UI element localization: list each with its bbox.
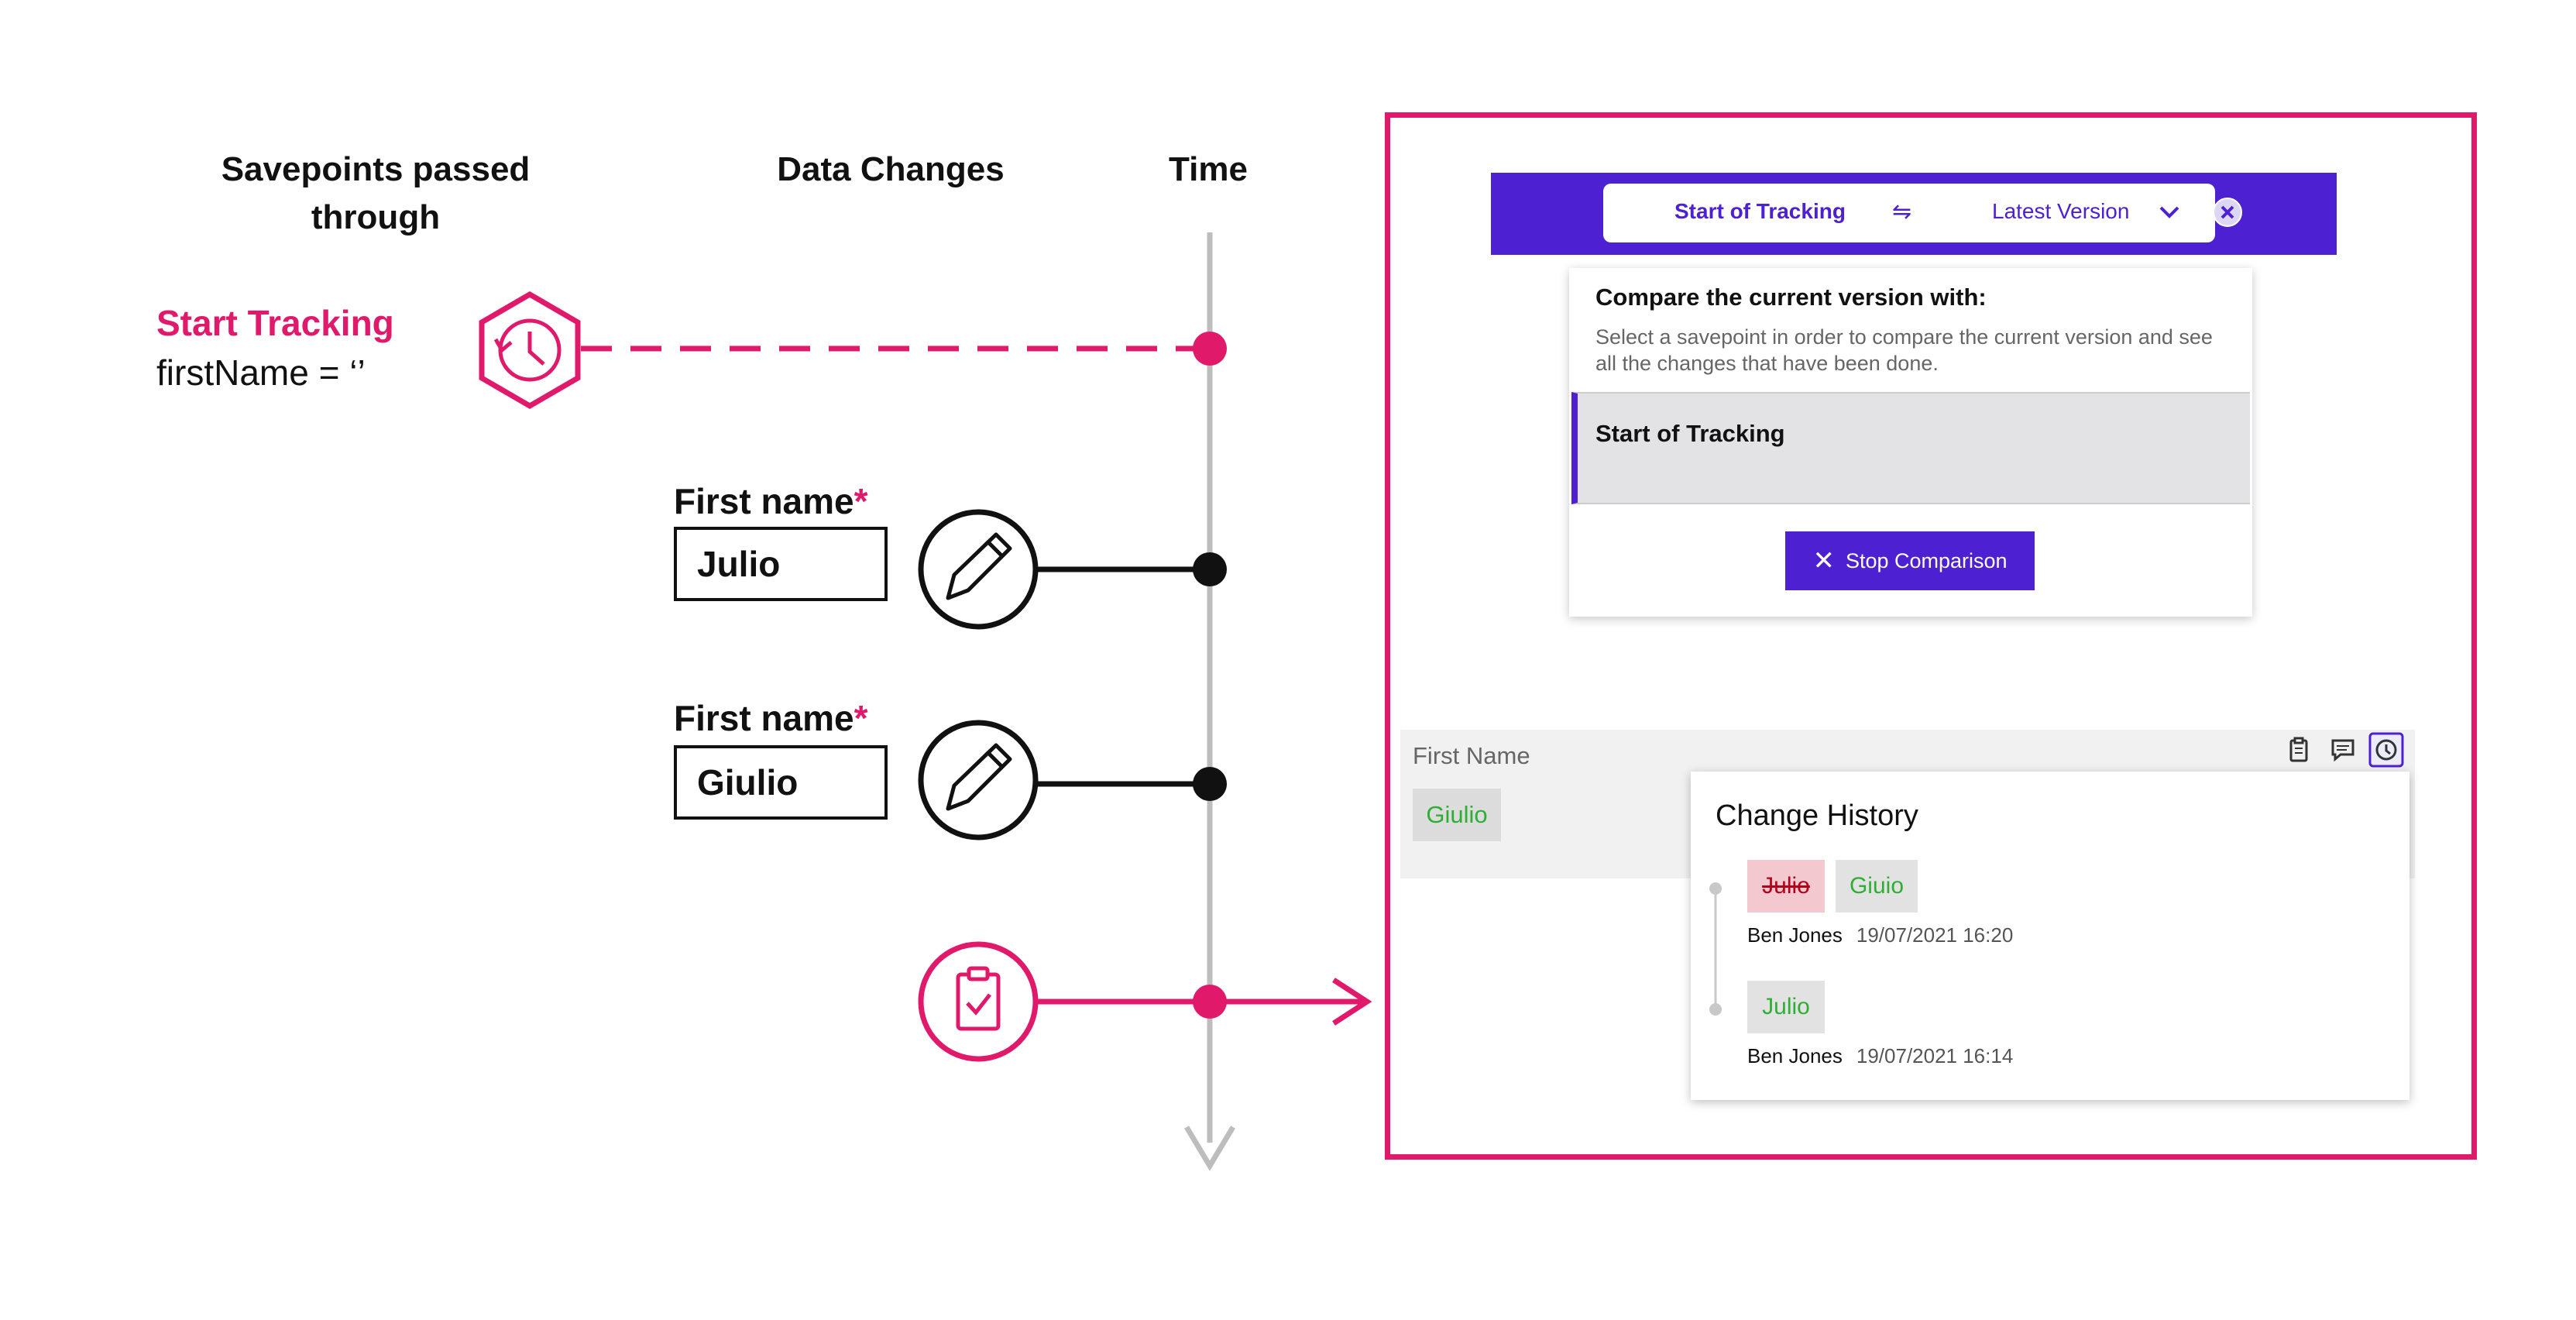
pencil-icon [918, 720, 1039, 840]
clipboard-check-icon [918, 941, 1039, 1062]
compare-from[interactable]: Start of Tracking [1674, 199, 1846, 223]
header-savepoints: Savepoints passed through [221, 150, 531, 236]
history-old-value-1: Julio [1747, 860, 1825, 913]
header-time: Time [1169, 150, 1248, 188]
review-arrowhead [1332, 978, 1372, 1026]
compare-to[interactable]: Latest Version [1992, 199, 2130, 223]
comment-icon[interactable] [2330, 737, 2356, 762]
history-meta-2: Ben Jones 19/07/2021 16:14 [1747, 1044, 2013, 1068]
close-icon: ✕ [1812, 546, 1835, 576]
field-label-2: First name* [674, 698, 868, 738]
comparison-selector[interactable] [1603, 184, 2215, 242]
time-axis-arrowhead [1183, 1126, 1236, 1171]
stop-comparison-button[interactable]: ✕ Stop Comparison [1785, 531, 2035, 590]
field-panel-label: First Name [1413, 742, 1530, 769]
change-history-popover [1691, 772, 2409, 1100]
history-new-value-1: Giuio [1836, 860, 1918, 913]
history-hexagon-icon [479, 290, 581, 410]
savepoint-time-dot [1193, 332, 1227, 366]
savepoint-option[interactable] [1571, 392, 2250, 504]
history-author-2: Ben Jones [1747, 1044, 1843, 1067]
field-value-2: Giulio [674, 745, 888, 820]
header-data-changes: Data Changes [777, 150, 1005, 188]
field-label-1: First name* [674, 481, 868, 521]
history-icon[interactable] [2368, 732, 2404, 768]
close-comparison-icon[interactable] [2212, 197, 2243, 228]
history-meta-1: Ben Jones 19/07/2021 16:20 [1747, 923, 2013, 947]
savepoint-title: Start Tracking [156, 303, 394, 343]
review-time-dot [1193, 985, 1227, 1019]
edit-time-dot-1 [1193, 552, 1227, 586]
compare-card-description: Select a savepoint in order to compare t… [1595, 325, 2213, 375]
chevron-down-icon[interactable] [2158, 203, 2181, 222]
stop-comparison-label: Stop Comparison [1845, 548, 2008, 572]
history-new-value-2: Julio [1747, 981, 1825, 1033]
screenshot-frame [1385, 112, 2477, 1160]
history-author-1: Ben Jones [1747, 923, 1843, 947]
compare-card-title: Compare the current version with: [1595, 284, 1987, 311]
field-value-1: Julio [674, 527, 888, 601]
history-timestamp-1: 19/07/2021 16:20 [1856, 923, 2014, 947]
compare-arrows-icon: ⇋ [1892, 199, 1912, 225]
clipboard-icon[interactable] [2287, 736, 2310, 764]
change-history-title: Change History [1716, 799, 1918, 832]
history-timestamp-2: 19/07/2021 16:14 [1856, 1044, 2014, 1067]
savepoint-value: firstName = ‘’ [156, 352, 366, 393]
field-panel-value: Giulio [1413, 789, 1501, 841]
pencil-icon [918, 509, 1039, 630]
edit-time-dot-2 [1193, 767, 1227, 801]
savepoint-option-label: Start of Tracking [1595, 420, 1785, 447]
history-timeline [1709, 882, 1722, 1016]
